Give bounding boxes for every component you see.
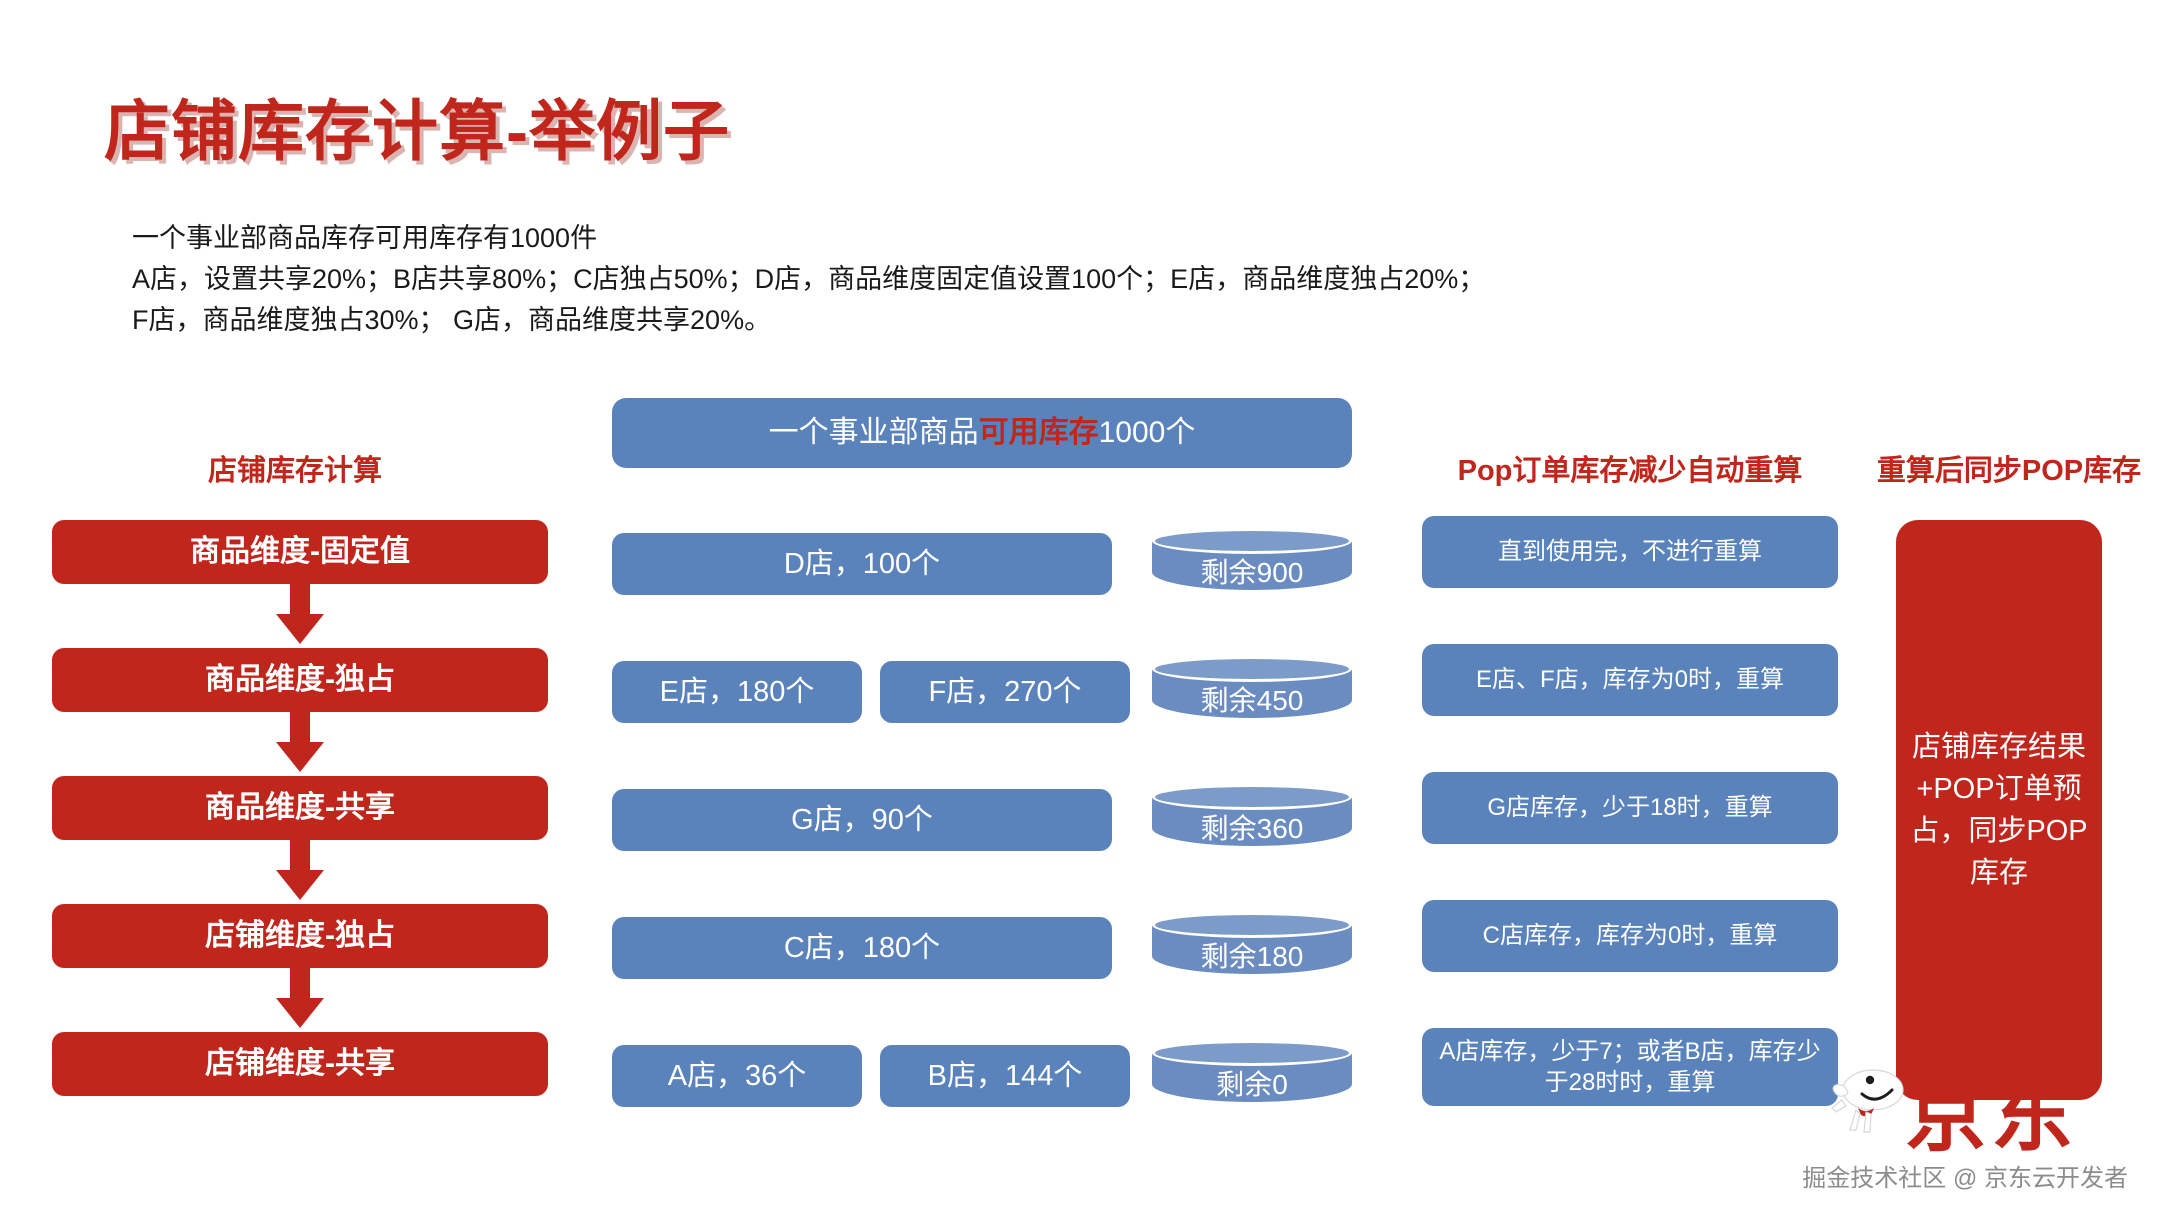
- cylinder-top-icon: [1152, 656, 1352, 682]
- pop-rule-box[interactable]: A店库存，少于7；或者B店，库存少于28时时，重算: [1422, 1028, 1838, 1106]
- flow-step-product-fixed[interactable]: 商品维度-固定值: [52, 520, 548, 584]
- available-stock-suffix: 1000个: [1098, 416, 1196, 450]
- remaining-stock-cylinder: 剩余180: [1152, 912, 1352, 984]
- arrow-down-icon: [276, 712, 324, 774]
- store-box-g[interactable]: G店，90个: [612, 789, 1112, 851]
- remaining-stock-label: 剩余0: [1216, 1069, 1288, 1100]
- remaining-stock-label: 剩余360: [1200, 813, 1304, 844]
- store-box-f[interactable]: F店，270个: [880, 661, 1130, 723]
- pop-rule-box[interactable]: E店、F店，库存为0时，重算: [1422, 644, 1838, 716]
- watermark: 掘金技术社区 @ 京东云开发者: [1802, 1165, 2128, 1192]
- store-box-d[interactable]: D店，100个: [612, 533, 1112, 595]
- description-line-2: A店，设置共享20%；B店共享80%；C店独占50%；D店，商品维度固定值设置1…: [132, 264, 1486, 294]
- left-column-header: 店铺库存计算: [207, 455, 382, 487]
- cylinder-top-icon: [1152, 528, 1352, 554]
- jd-dog-icon: [1831, 1069, 1904, 1133]
- pop-rule-box[interactable]: G店库存，少于18时，重算: [1422, 772, 1838, 844]
- remaining-stock-cylinder: 剩余360: [1152, 784, 1352, 856]
- sync-column-header: 重算后同步POP库存: [1876, 455, 2142, 487]
- store-box-b[interactable]: B店，144个: [880, 1045, 1130, 1107]
- pop-rule-box[interactable]: C店库存，库存为0时，重算: [1422, 900, 1838, 972]
- description-line-1: 一个事业部商品库存可用库存有1000件: [132, 223, 598, 253]
- pop-column-header: Pop订单库存减少自动重算: [1457, 455, 1803, 487]
- store-box-c[interactable]: C店，180个: [612, 917, 1112, 979]
- remaining-stock-cylinder: 剩余0: [1152, 1040, 1352, 1112]
- cylinder-top-icon: [1152, 784, 1352, 810]
- available-stock-highlight: 可用库存: [978, 416, 1099, 450]
- pop-rule-box[interactable]: 直到使用完，不进行重算: [1422, 516, 1838, 588]
- cylinder-top-icon: [1152, 1040, 1352, 1066]
- pop-rule-text: E店、F店，库存为0时，重算: [1475, 666, 1784, 694]
- sync-result-box[interactable]: 店铺库存结果+POP订单预占，同步POP库存: [1896, 520, 2102, 1100]
- pop-rule-text: A店库存，少于7；或者B店，库存少于28时时，重算: [1439, 1037, 1821, 1096]
- arrow-down-icon: [276, 840, 324, 902]
- remaining-stock-label: 剩余450: [1200, 685, 1304, 716]
- flow-step-shop-shared[interactable]: 店铺维度-共享: [52, 1032, 548, 1096]
- pop-rule-text: G店库存，少于18时，重算: [1487, 794, 1773, 822]
- flow-step-shop-exclusive[interactable]: 店铺维度-独占: [52, 904, 548, 968]
- remaining-stock-label: 剩余900: [1200, 557, 1304, 588]
- available-stock-prefix: 一个事业部商品: [768, 416, 979, 450]
- arrow-down-icon: [276, 584, 324, 646]
- flow-step-product-exclusive[interactable]: 商品维度-独占: [52, 648, 548, 712]
- remaining-stock-cylinder: 剩余900: [1152, 528, 1352, 600]
- arrow-down-icon: [276, 968, 324, 1030]
- description-line-3: F店，商品维度独占30%； G店，商品维度共享20%。: [132, 305, 772, 335]
- store-box-a[interactable]: A店，36个: [612, 1045, 862, 1107]
- store-box-e[interactable]: E店，180个: [612, 661, 862, 723]
- jd-wordmark: 京东: [1905, 1070, 2078, 1161]
- flow-step-product-shared[interactable]: 商品维度-共享: [52, 776, 548, 840]
- cylinder-top-icon: [1152, 912, 1352, 938]
- pop-rule-text: C店库存，库存为0时，重算: [1482, 922, 1778, 950]
- page-title: 店铺库存计算-举例子: [104, 94, 730, 168]
- pop-rule-text: 直到使用完，不进行重算: [1498, 538, 1762, 566]
- remaining-stock-cylinder: 剩余450: [1152, 656, 1352, 728]
- description-block: 一个事业部商品库存可用库存有1000件 A店，设置共享20%；B店共享80%；C…: [132, 218, 1485, 341]
- remaining-stock-label: 剩余180: [1200, 941, 1304, 972]
